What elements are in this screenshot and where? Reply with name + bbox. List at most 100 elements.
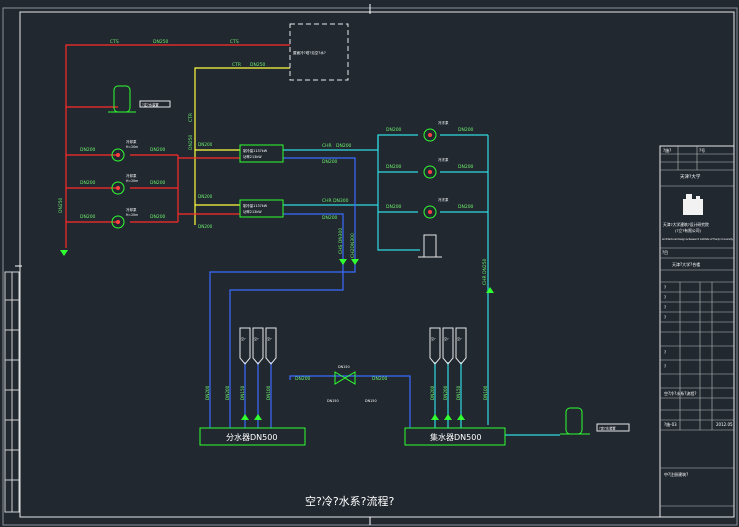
- info-row-1: ?: [664, 285, 666, 290]
- label-chs-dn300: CHS DN300: [338, 228, 344, 254]
- label-chr-1: CHR: [322, 143, 332, 149]
- label-dn250-left: DN250: [58, 197, 64, 213]
- label-dn200-p2b: DN200: [150, 180, 166, 186]
- sheet-title-block: 空?冷?水系?流程?: [664, 390, 697, 396]
- expansion-tank-top-label: ?定?水装置: [142, 102, 159, 107]
- info-row-2: ?: [664, 295, 666, 300]
- label-branch-6: DN200: [443, 385, 448, 400]
- chiller-1-power: 功率213kW: [243, 154, 262, 159]
- cooling-pump-2: [111, 181, 125, 195]
- chilled-pump-1: [423, 128, 437, 142]
- label-cts-2: CTS: [230, 39, 239, 45]
- sheet-outer-border: [2, 7, 738, 526]
- branch-tags-right: [429, 327, 467, 365]
- label-dn200-p3b: DN200: [150, 214, 166, 220]
- pipe-chilled-riser: [377, 135, 420, 251]
- label-branch-2: DN200: [225, 385, 230, 400]
- branch-tag-right-1: 空?: [431, 336, 436, 341]
- company-sub: (?立?有限公司): [675, 228, 701, 233]
- flow-arrows: [60, 250, 494, 420]
- label-ch2-dn300: CH2DN300: [350, 233, 356, 258]
- label-branch-4: DN100: [266, 385, 271, 400]
- expansion-tank-right-label: ?定?水装置: [599, 426, 616, 431]
- label-dn250-1: DN250: [153, 39, 169, 45]
- chiller-2-label: 制冷量1137kW: [243, 203, 268, 208]
- sheet-inner-border: [19, 11, 735, 518]
- label-chr-dn250: CHR DN250: [482, 258, 488, 285]
- label-dn250-2: DN250: [250, 62, 266, 68]
- chilled-pump-2: [423, 165, 437, 179]
- supply-header-label: 分水器DN500: [226, 432, 277, 442]
- drawing-title: 空?冷?水系?流程?: [305, 494, 395, 508]
- chiller-1-label: 制冷量1137kW: [243, 148, 268, 153]
- label-dn200-cp1: DN200: [386, 127, 402, 133]
- branch-tag-left-1: 空?: [241, 336, 246, 341]
- expansion-tank-top: [108, 85, 136, 113]
- expansion-tank-top-tag: [139, 100, 171, 108]
- pipe-cooling-supply-main: [65, 44, 290, 248]
- label-dn200-p1b: DN200: [150, 147, 166, 153]
- label-dn150-l: DN150: [327, 399, 339, 403]
- info-row-3: ?: [664, 305, 666, 310]
- pipe-chilled-return-2: [229, 213, 344, 428]
- chilled-pump-3: [423, 205, 437, 219]
- label-branch-8: DN100: [483, 385, 488, 400]
- label-dn200-cp3b: DN200: [458, 204, 474, 210]
- pipe-bypass: [289, 375, 411, 428]
- project-label: ?目: [662, 250, 668, 255]
- label-branch-7: DN150: [456, 385, 461, 400]
- title-block-row-2: ?号: [699, 147, 705, 153]
- expansion-tank-right-tag: [596, 423, 630, 432]
- label-dn200-cp1b: DN200: [458, 127, 474, 133]
- chiller-2: [239, 199, 284, 218]
- label-dn150-r: DN150: [365, 399, 377, 403]
- water-treatment-unit: [418, 234, 442, 258]
- bypass-valve-label: DN150: [338, 365, 350, 369]
- title-block-row-3: 天津?大学: [680, 173, 701, 180]
- title-block-row-1: ?施?: [663, 147, 671, 153]
- branch-tag-left-2: 空?: [254, 336, 259, 341]
- company-name: 天津?大学建筑?设计研究院: [663, 222, 709, 227]
- info-row-5: ?: [664, 350, 666, 355]
- sheet-date: 2012.05: [716, 422, 733, 427]
- branch-tag-left-3: 空?: [267, 336, 272, 341]
- label-dn200-cp2b: DN200: [458, 164, 474, 170]
- chiller-2-power: 功率213kW: [243, 209, 262, 214]
- branch-tags-left: [239, 327, 277, 365]
- label-dn200-c1: DN200: [198, 142, 213, 147]
- label-dn200-chs1: DN200: [322, 159, 338, 165]
- cooling-pump-3: [111, 215, 125, 229]
- info-row-6: ?: [664, 364, 666, 369]
- branch-tag-right-3: 空?: [457, 336, 462, 341]
- pipe-chilled-return-1: [209, 157, 356, 428]
- project-name: 天津?大学?合楼: [672, 261, 700, 267]
- label-dn200-p1: DN200: [80, 147, 96, 153]
- pump-spec-2: H=20m: [126, 179, 138, 183]
- cooling-pump-1-label: 冷却泵: [126, 139, 137, 144]
- label-cts-1: CTS: [110, 39, 119, 45]
- company-logo: [683, 194, 703, 215]
- company-english: Architectural Design & Research Institut…: [662, 238, 734, 241]
- label-branch-5: DN200: [430, 385, 435, 400]
- label-dn200-p3: DN200: [80, 214, 96, 220]
- branch-tag-right-2: 空?: [444, 336, 449, 341]
- pipe-cooling-return-main: [194, 67, 290, 225]
- cooling-pump-1: [111, 148, 125, 162]
- chilled-pump-1-label: 冷冻泵: [438, 120, 449, 125]
- label-ctr: CTR: [232, 62, 241, 68]
- pump-spec-1: H=20m: [126, 145, 138, 149]
- label-dn200-cp2: DN200: [386, 164, 402, 170]
- info-row-4: ?: [664, 315, 666, 320]
- cooling-tower-label: 屋面冷?塔?见空?水?: [293, 50, 326, 55]
- supply-header: [199, 427, 306, 446]
- label-dn200-c2: DN200: [198, 194, 213, 199]
- pump-spec-3: H=20m: [126, 213, 138, 217]
- bypass-valve: [334, 371, 356, 385]
- label-branch-1: DN200: [205, 385, 210, 400]
- label-chr-dn300: CHR DN300: [322, 198, 349, 204]
- label-dn200-bypass-l: DN200: [295, 376, 311, 382]
- expansion-tank-right: [560, 407, 590, 435]
- label-dn250-vert: DN250: [188, 134, 194, 150]
- label-dn200-bypass-r: DN200: [372, 376, 388, 382]
- cooling-pump-3-label: 冷却泵: [126, 207, 137, 212]
